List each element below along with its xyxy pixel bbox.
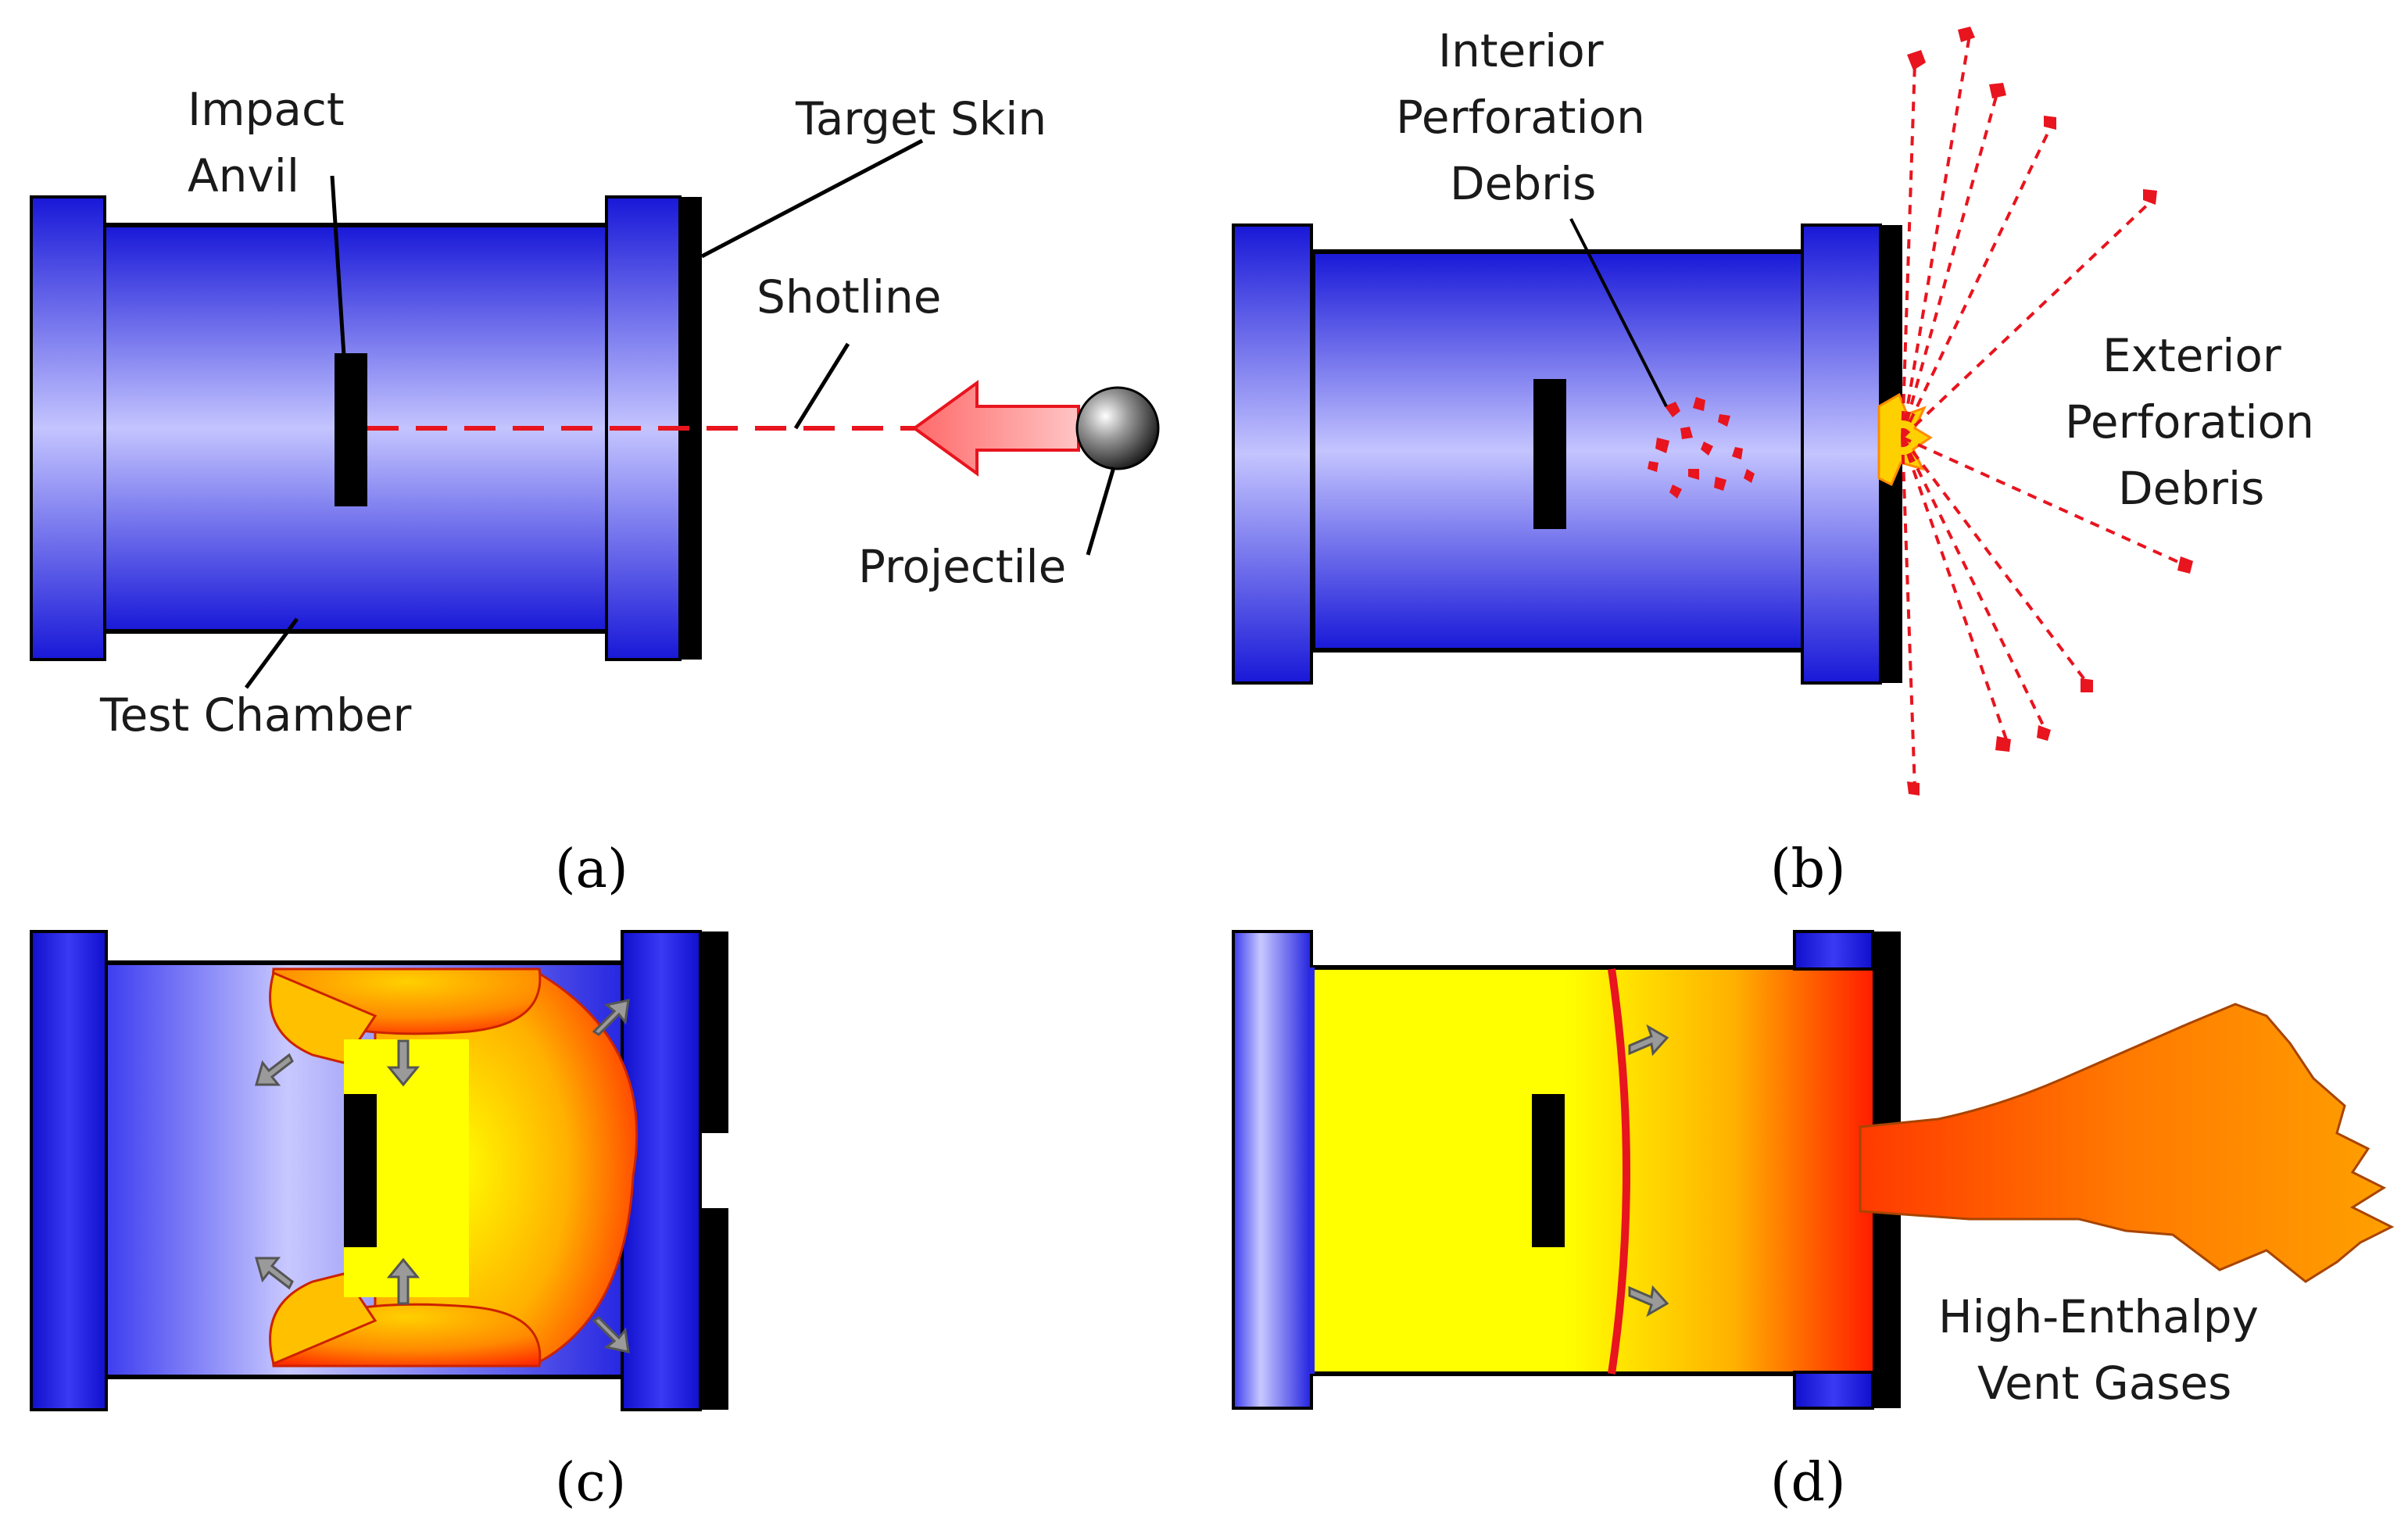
- leader-interior-debris: [1569, 218, 1668, 407]
- left-blue-body: [1310, 967, 1315, 1374]
- leader-chamber: [244, 617, 299, 689]
- label-target-skin: Target Skin: [795, 92, 1047, 145]
- left-flange: [1232, 930, 1313, 1410]
- right-flange: [621, 930, 702, 1411]
- front-arrows: [1628, 1024, 1669, 1318]
- leader-shotline: [793, 342, 850, 430]
- label-projectile: Projectile: [858, 540, 1066, 593]
- target-skin-upper: [1873, 931, 1901, 1127]
- projectile-arrow: [911, 380, 1080, 477]
- vent-plume: [1859, 1003, 2395, 1283]
- caption-b: (b): [1770, 839, 1846, 900]
- leader-anvil: [330, 175, 346, 356]
- impact-anvil: [1533, 379, 1566, 529]
- exterior-debris-trails: [1901, 34, 2189, 790]
- target-skin-lower: [700, 1208, 728, 1410]
- panel-a: Impact Anvil Target Skin Shotline Projec…: [30, 83, 1160, 900]
- panel-c: (c): [30, 930, 728, 1514]
- caption-c: (c): [555, 1452, 626, 1514]
- left-flange: [30, 930, 108, 1411]
- right-flange: [1801, 223, 1882, 685]
- panel-b: Interior Perforation Debris Exterior Per…: [1232, 24, 2314, 900]
- label-interior-1: Interior: [1438, 24, 1604, 77]
- target-skin-lower: [1873, 1211, 1901, 1408]
- right-flange-bottom: [1793, 1371, 1874, 1410]
- panel-d: High-Enthalpy Vent Gases (d): [1232, 930, 2395, 1514]
- exterior-debris: [1907, 27, 2193, 796]
- expansion-arrows: [255, 999, 630, 1353]
- flame-front: [1608, 968, 1630, 1375]
- label-impact: Impact: [188, 83, 345, 136]
- label-anvil: Anvil: [188, 149, 299, 202]
- label-vent-1: High-Enthalpy: [1938, 1290, 2259, 1343]
- impact-anvil: [335, 353, 367, 506]
- impact-anvil: [1532, 1094, 1565, 1247]
- interior-debris: [1648, 397, 1755, 499]
- label-interior-3: Debris: [1450, 157, 1596, 210]
- label-interior-2: Perforation: [1396, 91, 1645, 144]
- leader-skin: [700, 138, 924, 259]
- caption-a: (a): [555, 839, 628, 900]
- right-flange-top: [1793, 930, 1874, 971]
- leader-projectile: [1086, 467, 1116, 556]
- label-exterior-3: Debris: [2118, 462, 2264, 515]
- left-flange: [30, 195, 106, 661]
- target-skin-upper: [700, 931, 728, 1133]
- projectile: [1075, 386, 1160, 470]
- label-test-chamber: Test Chamber: [99, 688, 411, 742]
- label-exterior-1: Exterior: [2102, 329, 2281, 382]
- label-vent-2: Vent Gases: [1977, 1357, 2231, 1410]
- chamber-body: [1309, 965, 1878, 1376]
- left-flange: [1232, 223, 1313, 685]
- impact-anvil: [344, 1094, 377, 1247]
- label-exterior-2: Perforation: [2065, 395, 2314, 449]
- caption-d: (d): [1770, 1452, 1846, 1514]
- label-shotline: Shotline: [757, 270, 941, 324]
